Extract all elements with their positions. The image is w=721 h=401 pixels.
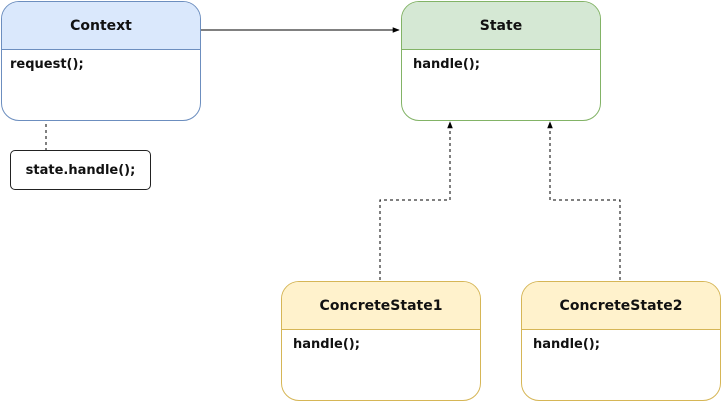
concrete-state-1-title: ConcreteState1 [282, 282, 480, 330]
context-class[interactable]: Context request(); [1, 1, 201, 121]
context-class-method: request(); [10, 57, 84, 72]
concrete-state-2-method: handle(); [533, 337, 600, 352]
state-class-title: State [402, 2, 600, 50]
concrete-state-2-title: ConcreteState2 [522, 282, 720, 330]
concrete-state-2-class[interactable]: ConcreteState2 handle(); [521, 281, 721, 401]
edge-concrete1-to-state [379, 121, 453, 280]
state-class-method: handle(); [413, 57, 480, 72]
state-class[interactable]: State handle(); [401, 1, 601, 121]
concrete-state-1-method: handle(); [293, 337, 360, 352]
edge-concrete2-to-state [547, 121, 621, 280]
state-handle-note[interactable]: state.handle(); [10, 150, 151, 190]
concrete-state-1-class[interactable]: ConcreteState1 handle(); [281, 281, 481, 401]
context-class-title: Context [2, 2, 200, 50]
